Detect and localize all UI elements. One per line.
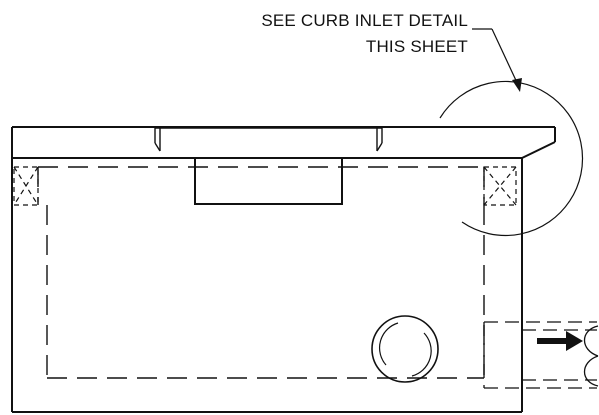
inlet-lid-frame — [154, 127, 383, 152]
cleanout-circle — [371, 315, 439, 383]
curb-top-band — [11, 126, 556, 159]
throat-box — [194, 157, 343, 205]
right-corner-support — [483, 166, 517, 206]
leader-arrowhead — [512, 78, 522, 92]
callout-leader — [472, 28, 521, 90]
hidden-inner-outline — [37, 166, 485, 379]
callout-label-line2: THIS SHEET — [366, 37, 468, 56]
pipe-end-curves — [583, 325, 599, 387]
inlet-box-outline — [11, 158, 523, 413]
flow-direction-arrow — [537, 331, 583, 351]
detail-callout-circle — [439, 80, 584, 237]
left-corner-support — [13, 166, 39, 206]
outlet-pipe — [483, 321, 597, 389]
callout-label-line1: SEE CURB INLET DETAIL — [261, 11, 468, 30]
